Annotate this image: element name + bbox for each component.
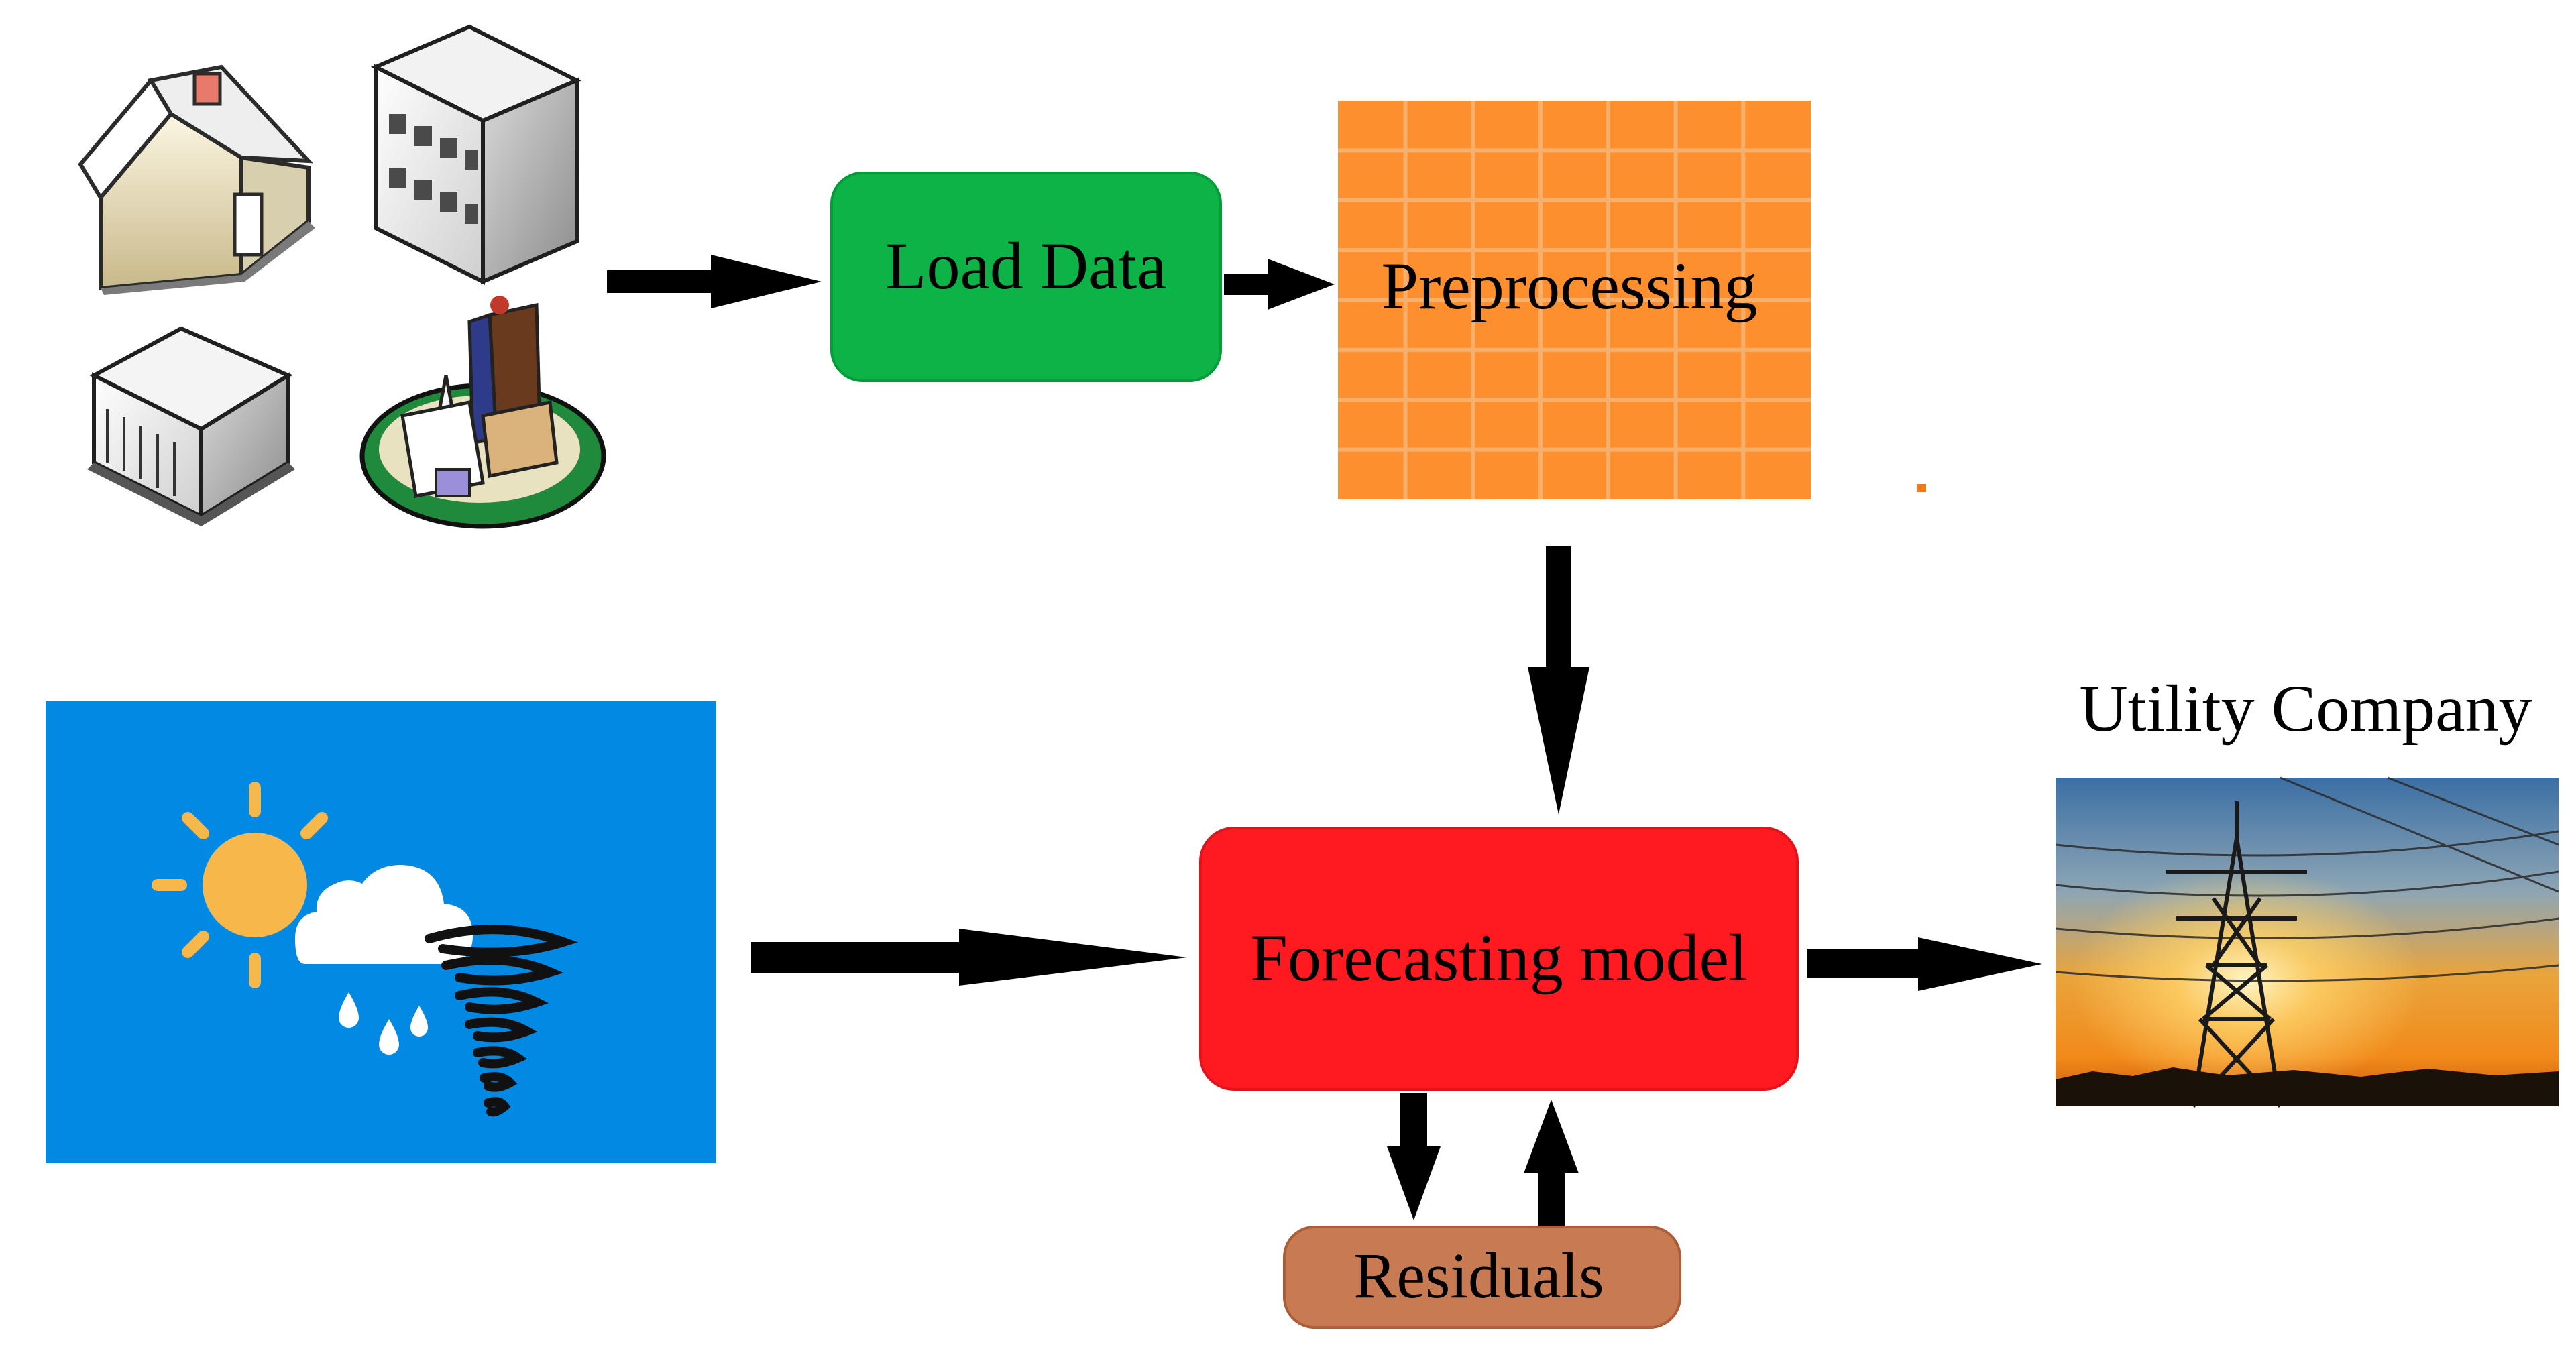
- forecasting-label: Forecasting model: [1250, 921, 1748, 995]
- preprocessing-box: Preprocessing: [1338, 101, 1811, 499]
- weather-panel: [46, 701, 716, 1163]
- load-data-box: Load Data: [830, 172, 1222, 382]
- preprocessing-label: Preprocessing: [1382, 249, 1758, 323]
- tornado-icon: [425, 925, 578, 1117]
- forecasting-model-box: Forecasting model: [1199, 827, 1799, 1091]
- sun-icon: [152, 782, 328, 988]
- preprocessing-grid: [1338, 101, 1811, 499]
- decorative-speck: [1917, 484, 1926, 492]
- arrow-residuals-to-forecasting: [1524, 1100, 1579, 1227]
- house-icon: [78, 64, 315, 295]
- arrow-buildings-to-load: [607, 255, 822, 308]
- load-data-label: Load Data: [885, 229, 1166, 303]
- utility-title: Utility Company: [2080, 671, 2532, 746]
- campus-icon: [359, 296, 606, 529]
- shop-icon: [87, 326, 295, 526]
- arrow-preprocessing-to-forecasting: [1528, 546, 1589, 815]
- residuals-box: Residuals: [1283, 1226, 1681, 1329]
- residuals-label: Residuals: [1353, 1240, 1604, 1311]
- office-building-icon: [370, 24, 582, 285]
- arrow-forecasting-to-residuals: [1387, 1093, 1441, 1220]
- arrow-load-to-preprocessing: [1224, 259, 1335, 310]
- power-tower-photo: [2055, 776, 2559, 1108]
- arrow-forecasting-to-utility: [1807, 937, 2042, 991]
- arrow-weather-to-forecasting: [751, 929, 1187, 986]
